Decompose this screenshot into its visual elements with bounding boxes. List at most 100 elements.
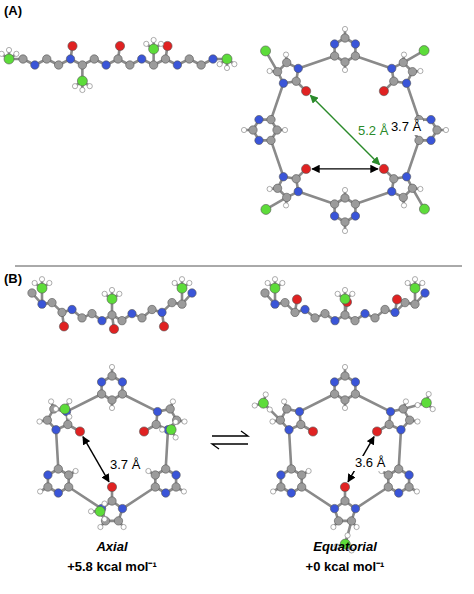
atom	[405, 416, 413, 424]
atom	[77, 76, 87, 86]
atom	[0, 51, 4, 56]
atom	[381, 305, 389, 313]
atom	[405, 483, 413, 491]
bond	[355, 56, 391, 68]
atom	[68, 305, 76, 313]
atom	[294, 187, 302, 195]
atom	[209, 55, 217, 63]
atom	[108, 372, 116, 380]
atom	[297, 420, 305, 428]
atom	[97, 378, 105, 386]
atom	[138, 314, 146, 322]
atom	[173, 419, 178, 424]
atom	[430, 407, 435, 412]
atom	[153, 407, 161, 415]
atom	[68, 41, 77, 50]
bond	[355, 192, 391, 204]
atom	[331, 524, 336, 529]
distance-arrow	[83, 437, 109, 482]
panel-letter: (A)	[4, 4, 22, 19]
atom	[139, 427, 148, 436]
atom	[279, 173, 287, 181]
atom	[173, 61, 181, 69]
atom	[108, 497, 116, 505]
atom	[399, 58, 407, 66]
atom	[341, 372, 349, 380]
atom	[402, 173, 410, 181]
atom	[385, 420, 393, 428]
atom	[109, 405, 114, 410]
bond	[407, 83, 419, 119]
atom	[443, 127, 448, 132]
atom	[351, 40, 359, 48]
atom	[52, 426, 60, 434]
atom	[371, 314, 379, 322]
atom	[118, 378, 126, 386]
atom	[283, 193, 291, 201]
atom	[66, 55, 74, 63]
atom	[14, 51, 19, 56]
atom	[281, 399, 286, 404]
atom	[185, 55, 193, 63]
atom	[354, 524, 359, 529]
atom	[144, 41, 149, 46]
atom	[121, 524, 126, 529]
atom	[340, 294, 350, 304]
atom	[345, 533, 350, 538]
atom	[43, 416, 51, 424]
atom	[270, 283, 280, 293]
atom	[419, 46, 429, 56]
atom	[335, 291, 340, 296]
distance-label: 3.7 Å	[389, 120, 423, 135]
atom	[161, 489, 169, 497]
atom	[159, 322, 168, 331]
atom	[342, 405, 347, 410]
atom	[170, 399, 175, 404]
atom	[102, 517, 107, 522]
macrocycle-side-view	[261, 277, 429, 325]
atom	[6, 47, 11, 52]
atom	[172, 280, 177, 285]
atom	[158, 308, 166, 316]
atom	[283, 52, 288, 57]
bond	[166, 430, 168, 469]
macrocycle-side-view	[28, 277, 196, 334]
atom	[108, 396, 116, 404]
atom	[267, 68, 272, 73]
atom	[405, 471, 413, 479]
atom	[427, 115, 435, 123]
bond	[289, 430, 291, 469]
atom	[297, 471, 305, 479]
bond	[69, 487, 102, 509]
atom	[386, 407, 394, 415]
atom	[311, 314, 319, 322]
atom	[28, 289, 36, 297]
atom	[330, 504, 338, 512]
atom	[98, 524, 103, 529]
atom	[411, 300, 419, 308]
atom	[178, 300, 186, 308]
atom	[281, 298, 289, 306]
atom	[58, 308, 66, 316]
atom	[39, 277, 44, 282]
atom	[31, 61, 39, 69]
atom	[351, 212, 359, 220]
atom	[152, 420, 160, 428]
bond	[122, 394, 157, 412]
atom	[342, 67, 347, 72]
atom	[265, 280, 270, 285]
atom	[172, 416, 180, 424]
atom	[177, 283, 187, 293]
bond	[302, 487, 335, 509]
atom	[384, 483, 392, 491]
atom	[114, 517, 122, 525]
atom	[115, 41, 124, 50]
atom	[261, 46, 271, 56]
bond	[122, 487, 155, 509]
atom	[97, 390, 105, 398]
atom	[273, 68, 281, 76]
atom	[197, 61, 205, 69]
atom	[390, 77, 398, 85]
atom	[297, 483, 305, 491]
atom	[267, 115, 275, 123]
